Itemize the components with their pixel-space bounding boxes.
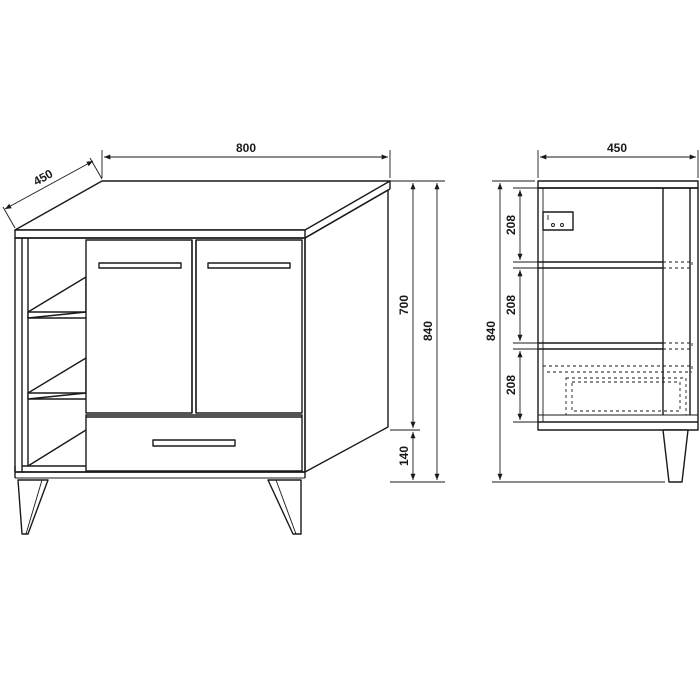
right-door [195,239,303,414]
dimension-body-height: 700 [390,180,420,431]
side-dimension-shelf-1: 208 [504,187,538,263]
side-dimension-shelf-2-label: 208 [504,295,518,315]
side-shelf-upper [538,261,693,269]
cabinet-perspective-view: 800 450 700 140 840 [2,141,445,535]
front-left-leg [17,479,49,535]
side-top-board [537,180,699,189]
dimension-body-height-label: 700 [397,295,411,315]
side-shelf-lower [538,342,693,350]
dimension-depth-label: 450 [31,166,56,188]
side-dimension-depth: 450 [537,141,699,178]
dimension-leg-height-label: 140 [397,446,411,466]
side-dimension-shelf-3-label: 208 [504,375,518,395]
side-dimension-total-height: 840 [484,180,665,483]
hinge-bracket [542,211,574,231]
dimension-width-label: 800 [236,141,256,155]
dimension-total-height-label: 840 [421,321,435,341]
cabinet-side-view: 450 840 208 208 208 [484,141,699,483]
dimension-width: 800 [101,141,391,178]
dimension-total-height: 840 [420,180,445,483]
left-door-handle [98,262,182,269]
side-body [537,187,699,431]
cabinet-top-edge [14,229,306,239]
side-dimension-shelf-3: 208 [504,348,538,423]
drawer-handle [152,439,236,447]
side-drawer-outline [543,365,693,416]
side-dimension-shelf-1-label: 208 [504,215,518,235]
open-shelving [21,238,87,472]
drawer-front [85,414,303,472]
side-dimension-shelf-2: 208 [504,267,538,344]
side-dimension-depth-label: 450 [607,141,627,155]
side-dimension-total-height-label: 840 [484,321,498,341]
side-rear-leg [662,429,689,483]
cabinet-side-panel [304,189,389,473]
front-right-leg [267,479,302,535]
left-door [85,239,193,414]
right-door-handle [207,262,291,269]
dimension-leg-height: 140 [390,432,420,483]
